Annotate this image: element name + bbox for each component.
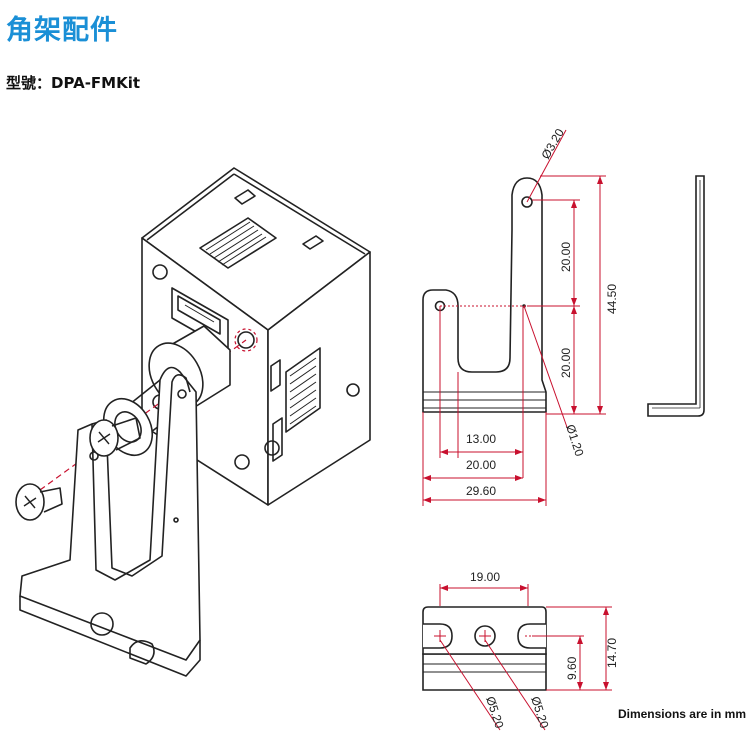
screw-left	[15, 483, 63, 521]
dim-width-inner: 13.00	[466, 432, 496, 446]
dim-base-hole-right: Ø5.20	[528, 695, 552, 731]
dim-hole-top: Ø3.20	[538, 126, 567, 162]
front-dimensions	[422, 129, 606, 506]
base-dimension-arrows	[440, 585, 609, 690]
front-view: Ø3.20 20.00 20.00 44.50 Ø1.20 13.00 20.0…	[422, 126, 619, 506]
screw-right	[89, 417, 141, 457]
isometric-assembly	[15, 167, 371, 677]
side-view	[647, 175, 705, 417]
model-line: 型號：DPA-FMKit	[6, 72, 140, 93]
dim-base-hole-left: Ø5.20	[483, 695, 507, 731]
dim-upper-span: 20.00	[559, 242, 573, 272]
dim-small-hole: Ø1.20	[563, 423, 587, 459]
l-bracket	[19, 366, 201, 677]
dim-total-height: 44.50	[605, 284, 619, 314]
dim-width-total: 29.60	[466, 484, 496, 498]
dim-base-span: 19.00	[470, 570, 500, 584]
front-dimension-arrows	[423, 176, 603, 503]
base-dimensions	[439, 584, 612, 731]
page-title: 角架配件	[6, 15, 118, 46]
base-view: 19.00 9.60 14.70 Ø5.20 Ø5.20	[422, 570, 619, 731]
units-note: Dimensions are in mm	[617, 707, 746, 721]
dim-base-depth: 9.60	[565, 656, 579, 680]
dim-width-mid: 20.00	[466, 458, 496, 472]
model-value: DPA-FMKit	[51, 74, 141, 92]
model-label: 型號：	[6, 74, 52, 92]
dim-base-height: 14.70	[605, 638, 619, 668]
dim-lower-span: 20.00	[559, 348, 573, 378]
